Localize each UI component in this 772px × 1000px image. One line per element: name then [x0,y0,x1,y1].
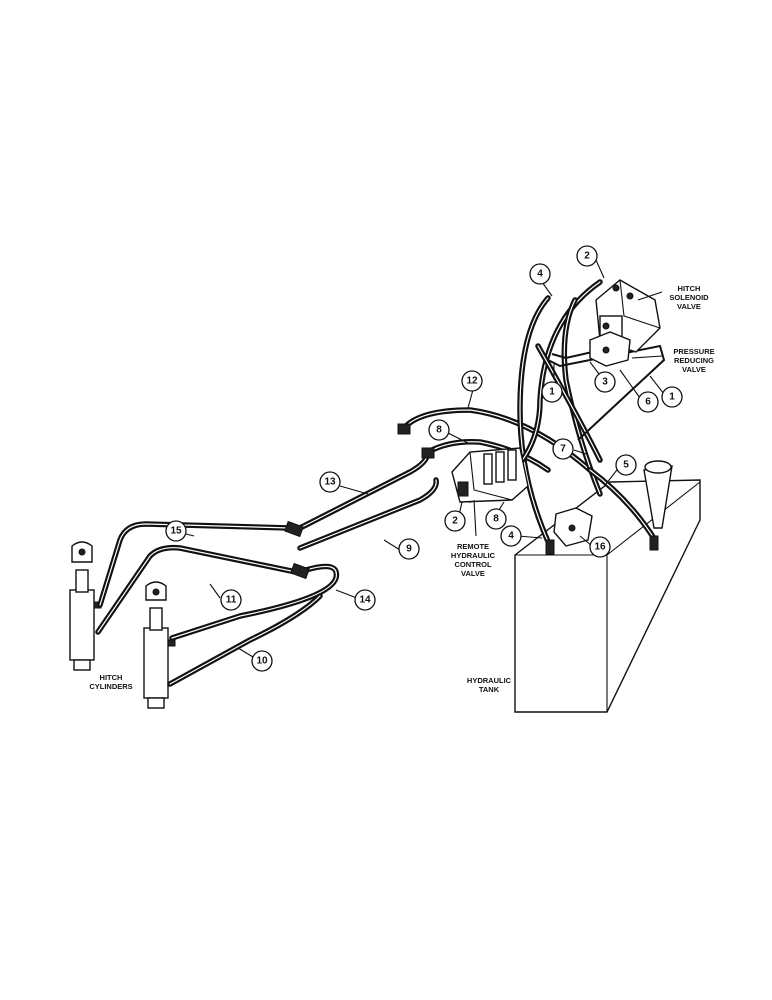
remote-hydraulic-control-valve [451,447,529,503]
svg-text:VALVE: VALVE [682,365,706,374]
pressure-reducing-valve [589,331,631,367]
callout-10: 10 [251,650,273,672]
callout-3: 3 [594,371,616,393]
callout-4a: 4 [529,263,551,285]
svg-text:REMOTE: REMOTE [457,542,489,551]
svg-text:8: 8 [493,514,499,525]
svg-text:6: 6 [645,397,651,408]
callout-7: 7 [552,438,574,460]
svg-text:SOLENOID: SOLENOID [669,293,709,302]
svg-text:11: 11 [226,595,237,606]
svg-text:10: 10 [256,656,268,667]
svg-text:1: 1 [669,392,675,403]
callout-2b: 2 [444,510,466,532]
callout-15: 15 [165,520,187,542]
callout-1b: 1 [661,386,683,408]
label-pressure-reducing-valve: PRESSURE REDUCING VALVE [673,347,714,374]
callout-13: 13 [319,471,341,493]
hitch-cylinder-left [69,541,102,671]
svg-text:15: 15 [170,526,182,537]
callout-16: 16 [589,536,611,558]
svg-text:1: 1 [549,387,555,398]
svg-text:HITCH: HITCH [100,673,123,682]
label-remote-hydraulic-control-valve: REMOTE HYDRAULIC CONTROL VALVE [451,542,496,578]
svg-text:REDUCING: REDUCING [674,356,714,365]
svg-text:3: 3 [602,377,608,388]
hose-couplers [284,423,659,580]
svg-text:PRESSURE: PRESSURE [673,347,714,356]
svg-text:16: 16 [594,542,606,553]
callout-8a: 8 [428,419,450,441]
svg-text:14: 14 [359,595,371,606]
callout-9: 9 [398,538,420,560]
svg-text:12: 12 [466,376,478,387]
svg-text:HYDRAULIC: HYDRAULIC [467,676,512,685]
svg-text:7: 7 [560,444,566,455]
hydraulic-tank [514,460,701,713]
callout-5: 5 [615,454,637,476]
svg-text:2: 2 [584,251,590,262]
svg-text:CYLINDERS: CYLINDERS [89,682,132,691]
svg-text:HITCH: HITCH [678,284,701,293]
svg-text:CONTROL: CONTROL [454,560,491,569]
callout-11: 11 [220,589,242,611]
callout-bubbles: 1 1 2 2 3 4 4 5 6 7 8 8 9 10 11 12 13 14… [165,245,683,672]
callout-6: 6 [637,391,659,413]
svg-text:5: 5 [623,460,629,471]
callout-14: 14 [354,589,376,611]
svg-text:HYDRAULIC: HYDRAULIC [451,551,496,560]
svg-text:9: 9 [406,544,412,555]
hose-lines [95,279,666,687]
svg-text:4: 4 [508,531,514,542]
svg-text:8: 8 [436,425,442,436]
callout-12: 12 [461,370,483,392]
callout-8b: 8 [485,508,507,530]
svg-text:2: 2 [452,516,458,527]
label-hitch-solenoid-valve: HITCH SOLENOID VALVE [669,284,709,311]
label-hydraulic-tank: HYDRAULIC TANK [467,676,512,694]
svg-text:13: 13 [324,477,336,488]
svg-text:TANK: TANK [479,685,500,694]
label-hitch-cylinders: HITCH CYLINDERS [89,673,132,691]
hitch-cylinder-right [143,581,176,709]
callout-2a: 2 [576,245,598,267]
svg-text:VALVE: VALVE [677,302,701,311]
tank-return-fitting [553,507,593,547]
svg-text:4: 4 [537,269,543,280]
svg-text:VALVE: VALVE [461,569,485,578]
callout-1a: 1 [541,381,563,403]
callout-4b: 4 [500,525,522,547]
